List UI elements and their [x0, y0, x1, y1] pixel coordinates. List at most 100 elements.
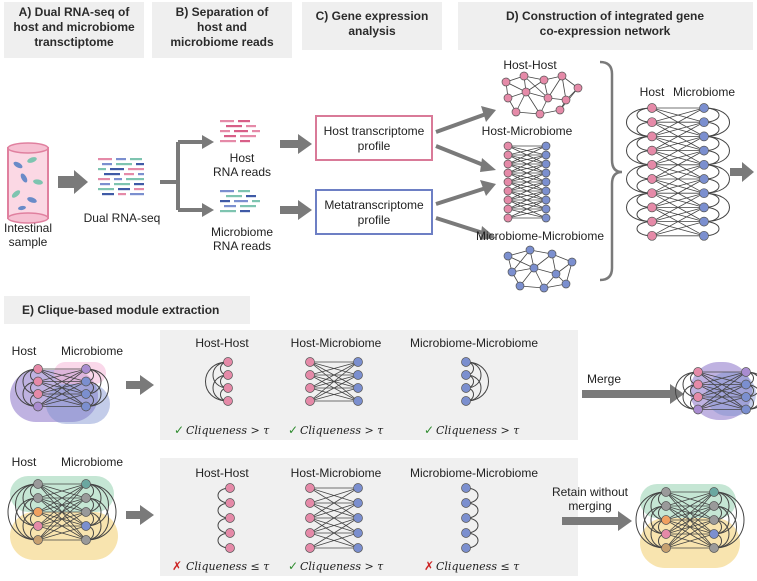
edge	[651, 192, 705, 208]
host-node	[503, 141, 513, 151]
d-microbiome-label: Microbiome	[673, 85, 735, 99]
e2-hm-label: Host-Microbiome	[291, 466, 382, 480]
edge	[309, 487, 359, 519]
edge	[651, 150, 705, 166]
host-node	[647, 230, 657, 241]
e1-microbiome-clique	[461, 357, 489, 406]
host-node	[519, 71, 529, 81]
microbe-node	[461, 383, 471, 393]
read-fragment	[134, 183, 144, 186]
microbe-node	[461, 543, 471, 553]
dual-seq-label: Dual RNA-seq	[84, 211, 161, 225]
edge	[507, 145, 547, 165]
arc	[626, 135, 653, 166]
host-node	[557, 71, 567, 81]
arc	[626, 192, 653, 223]
edge	[309, 502, 359, 534]
edge	[309, 374, 359, 402]
host-node	[33, 493, 43, 503]
edge	[651, 136, 705, 151]
microbe-node	[699, 159, 709, 170]
edge	[507, 208, 547, 219]
edge	[37, 483, 87, 499]
e1-microbiome-label: Microbiome	[61, 344, 123, 358]
edge	[507, 199, 547, 219]
e2-check-2: ✓	[288, 559, 298, 573]
microbe-reads-label-line2: RNA reads	[213, 239, 271, 253]
host-node	[33, 535, 43, 545]
edge	[309, 361, 359, 402]
arc	[675, 371, 699, 410]
host-profile-box: Host transcriptome profile	[315, 115, 433, 161]
read-fragment	[130, 193, 144, 196]
host-node	[661, 487, 671, 497]
pink-blob	[54, 362, 106, 384]
arc	[15, 497, 39, 541]
arc	[713, 491, 737, 535]
edge	[651, 121, 705, 151]
microbe-node	[547, 249, 557, 259]
read-fragment	[126, 178, 144, 181]
arc	[205, 361, 229, 402]
microbe-node	[561, 279, 571, 289]
arc	[85, 497, 109, 541]
read-fragment	[252, 200, 260, 203]
host-node	[225, 513, 235, 523]
e1-host-host-clique	[205, 357, 233, 406]
host-node	[503, 93, 513, 103]
host-node	[573, 83, 583, 93]
arc	[713, 519, 730, 549]
read-fragment	[224, 135, 236, 138]
read-fragment	[234, 130, 248, 133]
d-host-label: Host	[640, 85, 665, 99]
host-node	[647, 174, 657, 184]
read-fragment	[220, 120, 234, 123]
edge	[309, 532, 359, 549]
read-fragment	[110, 168, 124, 171]
read-fragment	[100, 183, 110, 186]
microbe-node	[539, 283, 549, 293]
edge	[651, 207, 705, 237]
header-d-line2: co-expression network	[540, 24, 671, 38]
microbe-node	[81, 507, 91, 517]
read-fragment	[116, 163, 132, 166]
edge	[665, 505, 715, 549]
microbe-node	[461, 370, 471, 380]
read-fragment	[118, 188, 130, 191]
microbe-node	[699, 131, 709, 142]
host-node	[305, 483, 315, 493]
host-node	[225, 528, 235, 538]
d-host-host-network	[501, 71, 583, 119]
host-node	[647, 216, 657, 227]
arc	[465, 361, 489, 402]
edge	[651, 107, 705, 123]
host-node	[223, 383, 233, 393]
host-node	[647, 145, 657, 156]
header-c: C) Gene expression analysis	[302, 2, 442, 50]
d-hh-label: Host-Host	[503, 58, 557, 72]
e2-cross-1: ✗	[172, 559, 182, 573]
host-node	[647, 103, 657, 113]
host-node	[661, 515, 671, 525]
arc	[85, 381, 102, 407]
microbe-node	[515, 281, 525, 291]
e2-microbiome-clique	[461, 483, 479, 553]
microbe-node	[353, 498, 363, 508]
microbe-node	[541, 177, 551, 187]
host-node	[693, 367, 703, 377]
edge	[651, 178, 705, 194]
read-fragment	[220, 200, 230, 203]
read-fragment	[234, 200, 248, 203]
read-fragment	[240, 205, 256, 208]
e2-retained-modules	[635, 484, 745, 568]
read-fragment	[238, 190, 250, 193]
microbe-node	[81, 364, 91, 374]
e1-condition-3: Cliqueness > τ	[436, 424, 520, 437]
read-fragment	[98, 158, 112, 161]
read-fragment	[226, 195, 242, 198]
host-node	[543, 93, 553, 103]
read-fragment	[220, 190, 234, 193]
host-node	[33, 507, 43, 517]
edge	[309, 487, 359, 504]
read-fragment	[118, 193, 126, 196]
